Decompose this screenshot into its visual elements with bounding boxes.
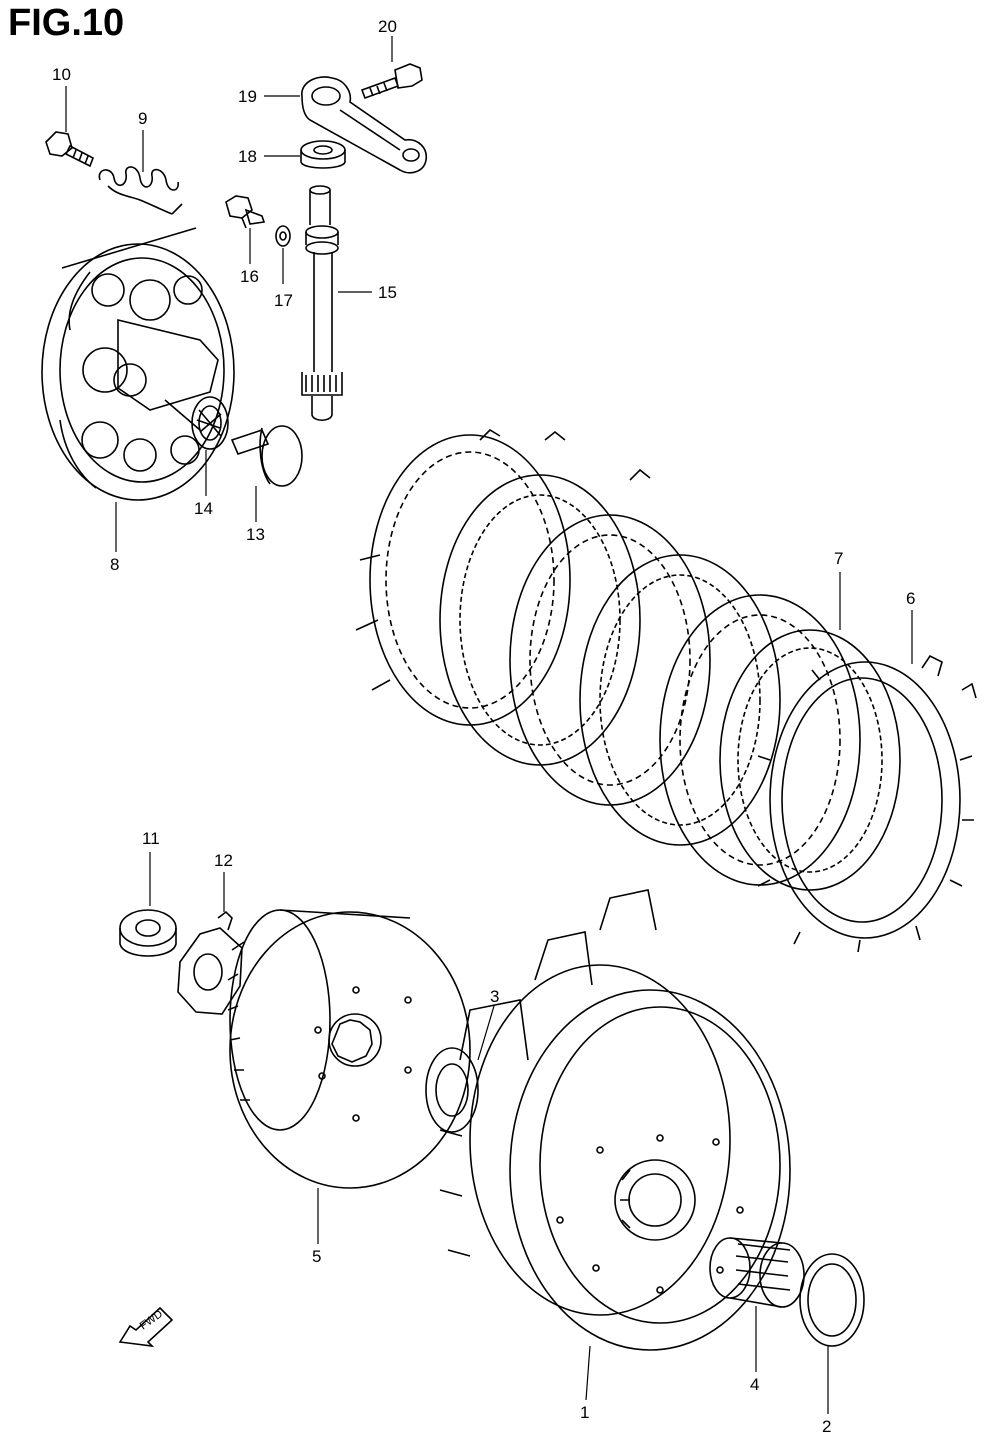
callout-15: 15 [378,283,397,302]
oil-seal-part-18 [300,140,346,169]
push-piece-part-13 [230,425,303,487]
callout-12: 12 [214,851,233,870]
callout-11: 11 [142,829,160,848]
callout-2: 2 [822,1417,832,1436]
primary-driven-gear-part-1 [439,889,791,1351]
callout-7: 7 [834,549,844,568]
release-lever-part-19 [301,76,428,174]
washer-part-2 [799,1253,865,1347]
nut-part-11 [119,909,177,957]
lock-washer-part-12 [177,910,243,1015]
drive-plate-part-6 [757,654,977,953]
pressure-plate-part-8 [41,227,235,501]
callout-17: 17 [274,291,293,310]
leader-lines [65,36,913,1414]
figure-title: FIG.10 [8,2,125,44]
callout-9: 9 [138,109,148,128]
callout-20: 20 [378,17,397,36]
washer-part-17 [275,225,291,247]
callout-18: 18 [238,147,257,166]
clutch-sleeve-hub-part-5 [227,909,471,1189]
thrust-washer-part-3 [425,1047,479,1133]
clutch-plates-part-7 [355,428,901,891]
screw-part-16 [225,195,266,229]
callout-13: 13 [246,525,265,544]
callout-3: 3 [490,987,500,1006]
callout-5: 5 [312,1247,322,1266]
callout-1: 1 [580,1403,590,1422]
bolt-part-20 [360,63,423,100]
callout-14: 14 [194,499,213,518]
bearing-part-14 [191,396,229,450]
callout-16: 16 [240,267,259,286]
callout-10: 10 [52,65,71,84]
needle-bearing-part-4 [709,1237,805,1308]
fwd-direction-arrow: FWD [118,1306,174,1348]
release-shaft-part-15 [301,185,343,422]
callout-8: 8 [110,555,120,574]
bolt-part-10 [45,131,94,168]
callout-4: 4 [750,1375,760,1394]
callout-6: 6 [906,589,916,608]
callout-19: 19 [238,87,257,106]
clutch-spring-part-9 [98,166,183,215]
